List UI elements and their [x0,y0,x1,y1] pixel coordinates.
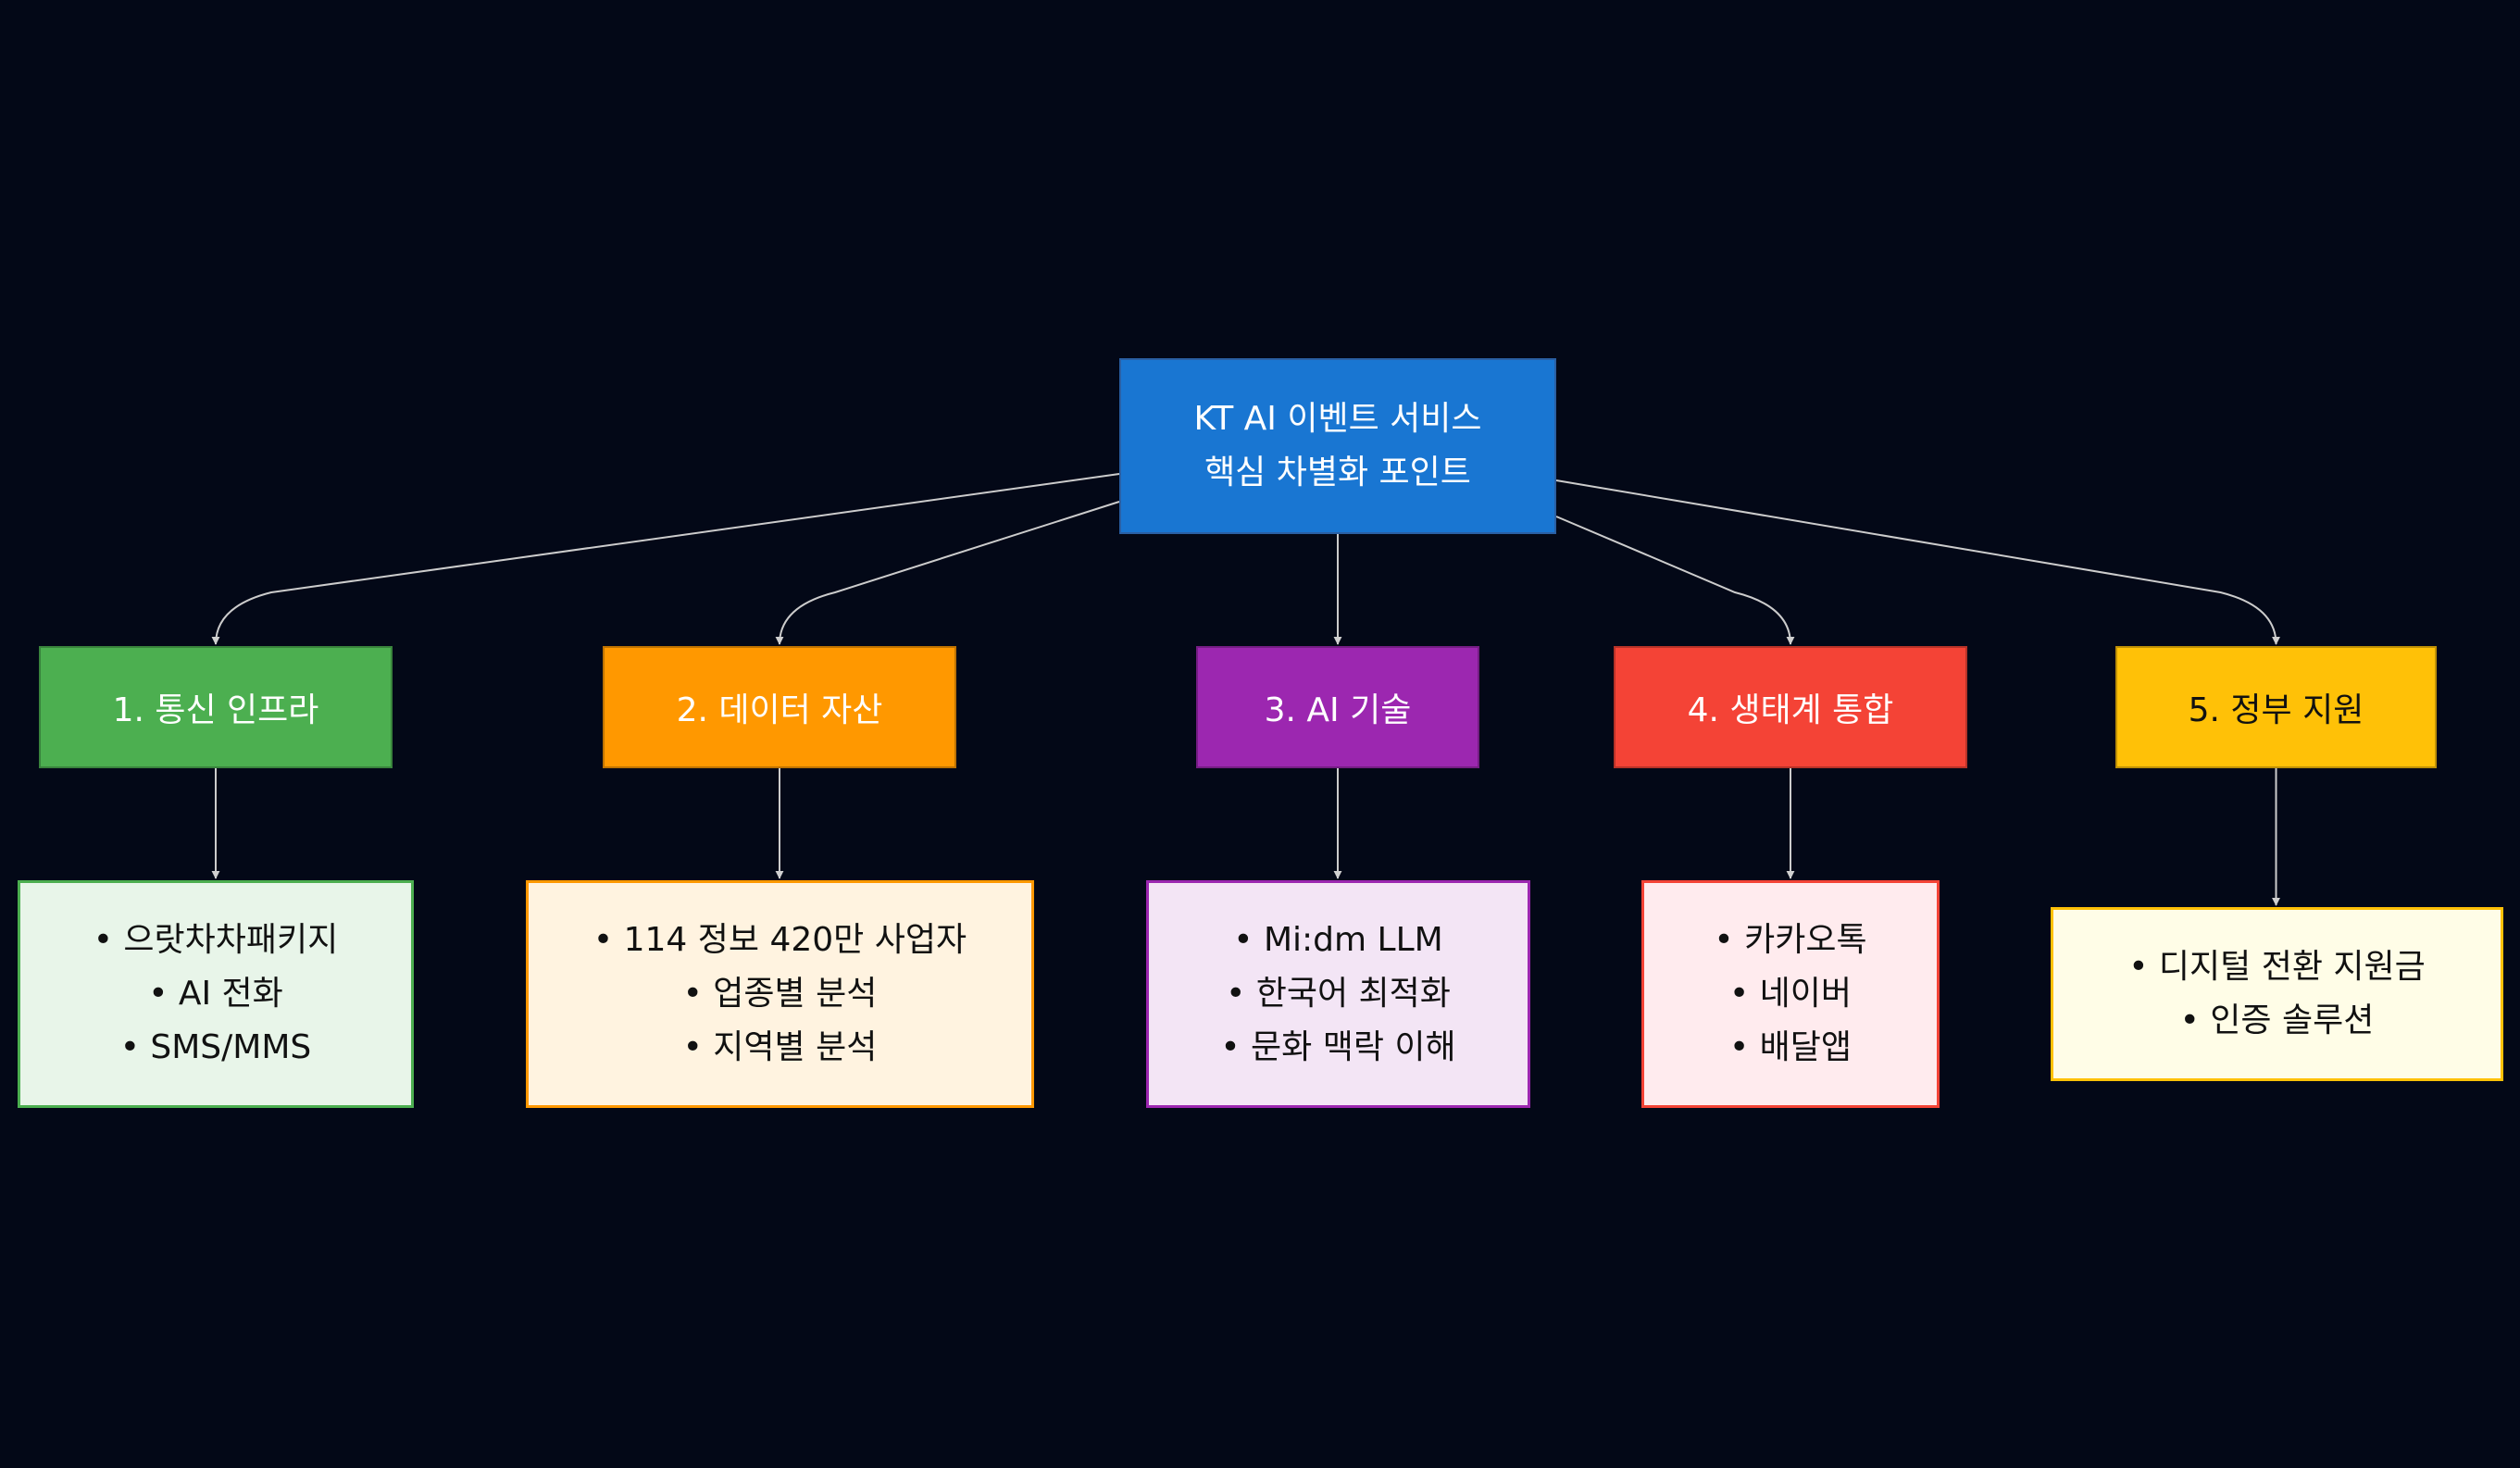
detail-item: • 인증 솔루션 [2179,1001,2375,1039]
detail-item: • 지역별 분석 [682,1028,878,1066]
category-node-telecom-infra[interactable]: 1. 통신 인프라 [39,646,393,768]
detail-item: • 문화 맥락 이해 [1220,1028,1456,1066]
detail-item: • 배달앱 [1728,1028,1853,1066]
detail-item: • 디지털 전환 지원금 [2128,948,2426,986]
root-node[interactable]: KT AI 이벤트 서비스 핵심 차별화 포인트 [1119,358,1556,534]
detail-item: • 한국어 최적화 [1226,975,1451,1013]
detail-item: • 업종별 분석 [682,975,878,1013]
category-node-gov-support[interactable]: 5. 정부 지원 [2115,646,2437,768]
detail-item: • Mi:dm LLM [1233,921,1443,959]
edge-root-to-category [1555,479,2280,645]
detail-item: • 114 정보 420만 사업자 [593,921,967,959]
category-node-ecosystem[interactable]: 4. 생태계 통합 [1614,646,1967,768]
detail-item: • 네이버 [1728,975,1853,1013]
category-node-data-assets[interactable]: 2. 데이터 자산 [603,646,956,768]
edge-root-to-category [211,473,1120,645]
detail-item: • SMS/MMS [119,1028,312,1066]
category-node-ai-tech[interactable]: 3. AI 기술 [1196,646,1479,768]
category-label: 5. 정부 지원 [2188,691,2364,729]
detail-node-telecom-infra[interactable]: • 으랏차차패키지 • AI 전화 • SMS/MMS [18,880,414,1108]
category-label: 1. 통신 인프라 [112,691,319,729]
category-label: 4. 생태계 통합 [1687,691,1894,729]
root-title-line-1: KT AI 이벤트 서비스 [1193,400,1482,438]
edge-root-to-category [775,501,1120,645]
detail-node-ecosystem[interactable]: • 카카오톡 • 네이버 • 배달앱 [1641,880,1940,1108]
detail-item: • 카카오톡 [1714,921,1867,959]
detail-node-data-assets[interactable]: • 114 정보 420만 사업자 • 업종별 분석 • 지역별 분석 [526,880,1034,1108]
detail-node-ai-tech[interactable]: • Mi:dm LLM • 한국어 최적화 • 문화 맥락 이해 [1146,880,1530,1108]
detail-item: • AI 전화 [148,975,283,1013]
category-label: 3. AI 기술 [1264,691,1412,729]
detail-item: • 으랏차차패키지 [93,921,339,959]
edge-root-to-category [1555,516,1795,645]
category-label: 2. 데이터 자산 [676,691,883,729]
root-title-line-2: 핵심 차별화 포인트 [1204,454,1471,491]
detail-node-gov-support[interactable]: • 디지털 전환 지원금 • 인증 솔루션 [2051,907,2503,1081]
